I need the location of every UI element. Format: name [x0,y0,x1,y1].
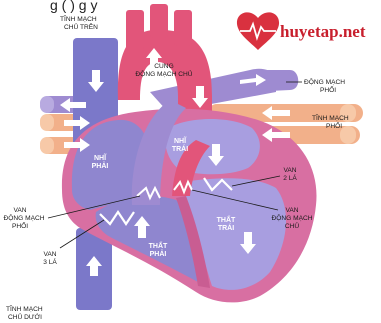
svg-text:PHỔI: PHỔI [326,121,342,130]
svg-text:PHỔI: PHỔI [320,85,336,94]
label-left-ventricle: THẤT TRÁI [217,214,236,232]
label-ivc-line1: TĨNH MẠCH [6,304,43,313]
svg-text:3 LÁ: 3 LÁ [43,257,57,266]
brand-text: huyetap.net [280,22,366,41]
label-aorta-line1: CUNG [154,63,173,70]
svg-text:CUNG: CUNG [154,63,173,70]
svg-text:PHẢI: PHẢI [150,249,167,258]
label-pvv-line2: ĐỘNG MẠCH [3,213,44,222]
svg-text:VAN: VAN [43,251,56,258]
label-right-atrium: NHĨ PHẢI [92,153,109,170]
label-left-atrium: NHĨ TRÁI [172,136,188,153]
svg-text:VAN: VAN [13,207,26,214]
label-svc: TĨNH MẠCH CHỦ TRÊN [60,14,98,31]
svg-text:NHĨ: NHĨ [94,153,107,162]
label-la-line1: NHĨ [174,136,187,145]
label-pv-line1: TĨNH MẠCH [312,113,349,122]
svg-text:VAN: VAN [285,207,298,214]
label-av-line2: ĐỘNG MẠCH [271,213,312,222]
label-pa-line1: ĐỘNG MẠCH [304,77,345,86]
svg-text:ĐỘNG MẠCH: ĐỘNG MẠCH [3,213,44,222]
svg-text:ĐỘNG MẠCH: ĐỘNG MẠCH [304,77,345,86]
svg-text:TĨNH MẠCH: TĨNH MẠCH [312,113,349,122]
svg-text:TĨNH MẠCH: TĨNH MẠCH [6,304,43,313]
svg-text:TRÁI: TRÁI [172,144,188,153]
label-rv-line2: PHẢI [150,249,167,258]
label-ivc: TĨNH MẠCH CHỦ DƯỚI [6,304,43,321]
label-ivc-line2: CHỦ DƯỚI [8,312,42,321]
label-mv-line2: 2 LÁ [283,173,297,182]
label-av-line1: VAN [285,207,298,214]
label-tv-line2: 3 LÁ [43,257,57,266]
label-pvv-line1: VAN [13,207,26,214]
svg-text:ĐỘNG MẠCH CHỦ: ĐỘNG MẠCH CHỦ [135,69,192,78]
svg-text:CHỦ DƯỚI: CHỦ DƯỚI [8,312,42,321]
label-right-ventricle: THẤT PHẢI [149,240,168,258]
label-la-line2: TRÁI [172,144,188,153]
svg-text:NHĨ: NHĨ [174,136,187,145]
brand-logo: huyetap.net [237,12,366,50]
caption-top: g ( ) g y [50,0,97,13]
label-svc-line2: CHỦ TRÊN [64,22,98,31]
svg-text:ĐỘNG MẠCH: ĐỘNG MẠCH [271,213,312,222]
label-tv-line1: VAN [43,251,56,258]
label-mv-line1: VAN [283,167,296,174]
svg-text:VAN: VAN [283,167,296,174]
label-aorta-line2: ĐỘNG MẠCH CHỦ [135,69,192,78]
svg-text:PHỔI: PHỔI [12,221,28,230]
svg-text:CHỦ: CHỦ [285,221,300,230]
label-pa-line2: PHỔI [320,85,336,94]
svg-text:CHỦ TRÊN: CHỦ TRÊN [64,22,98,31]
label-ra-line1: NHĨ [94,153,107,162]
label-pvv-line3: PHỔI [12,221,28,230]
label-av-line3: CHỦ [285,221,300,230]
label-lv-line2: TRÁI [218,223,234,232]
svg-text:2 LÁ: 2 LÁ [283,173,297,182]
svg-text:TRÁI: TRÁI [218,223,234,232]
label-pv-line2: PHỔI [326,121,342,130]
label-ra-line2: PHẢI [92,161,109,170]
label-svc-line1: TĨNH MẠCH [60,14,97,23]
svg-text:TĨNH MẠCH: TĨNH MẠCH [60,14,97,23]
svg-text:PHẢI: PHẢI [92,161,109,170]
